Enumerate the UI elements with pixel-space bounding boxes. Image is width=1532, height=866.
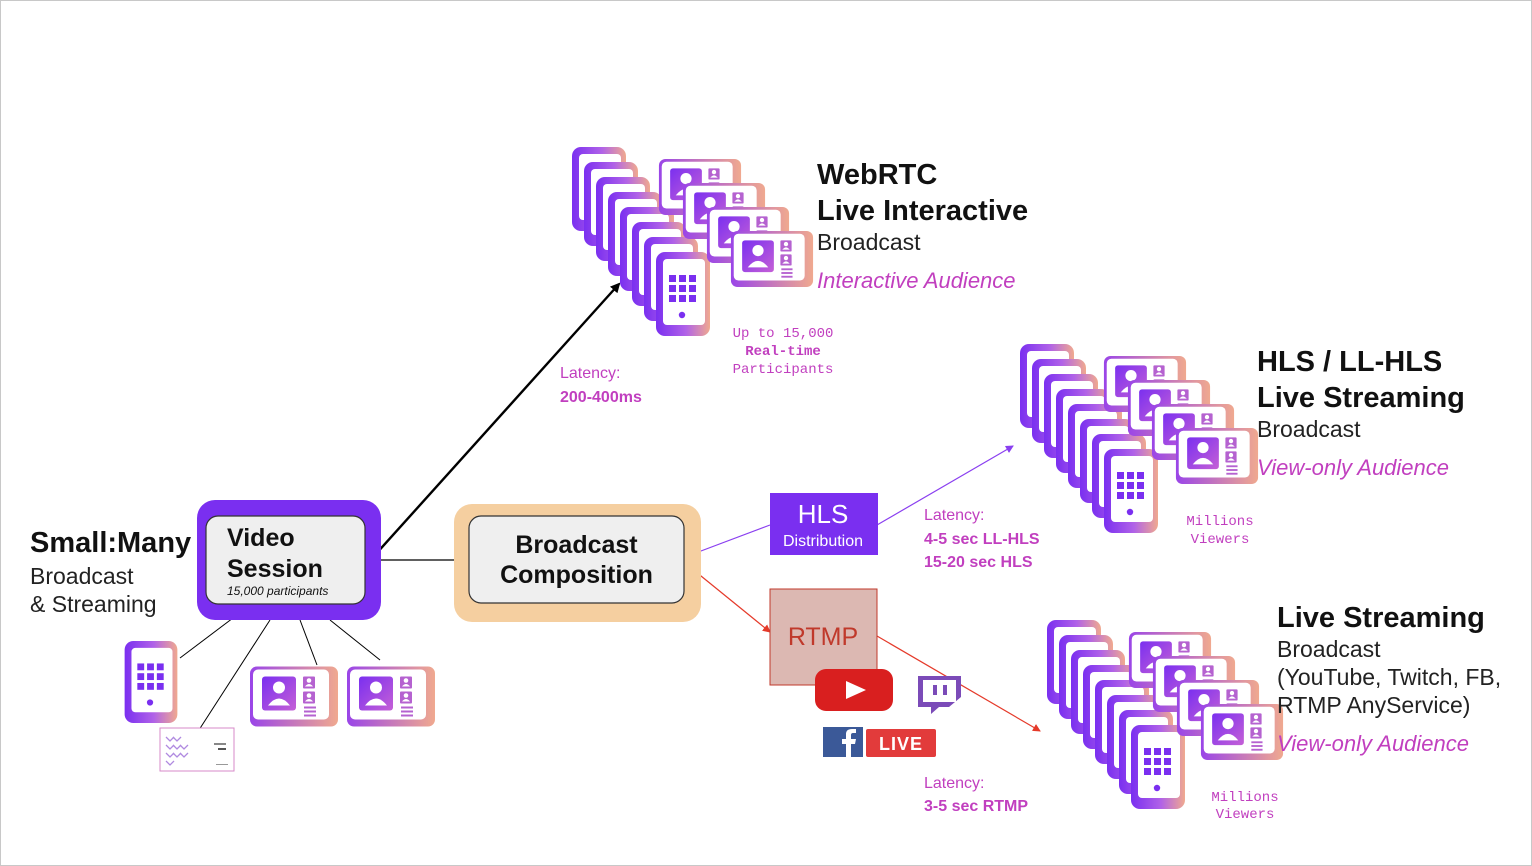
webrtc-device-stack bbox=[572, 147, 814, 336]
left-subtitle-line2: & Streaming bbox=[30, 591, 157, 617]
webrtc-subtitle: Broadcast bbox=[817, 229, 921, 255]
hls-audience: View-only Audience bbox=[1257, 455, 1450, 480]
facebook-live-badge bbox=[866, 729, 936, 757]
composition-label-line1: Broadcast bbox=[515, 531, 638, 559]
webrtc-audience: Interactive Audience bbox=[817, 268, 1016, 293]
hls-box-sublabel: Distribution bbox=[783, 533, 863, 550]
hls-subtitle: Broadcast bbox=[1257, 416, 1361, 442]
video-session-label-line1: Video bbox=[227, 524, 295, 552]
hls-count-line2: Viewers bbox=[1190, 532, 1250, 548]
participant-card-icon bbox=[250, 666, 338, 727]
hls-distribution-box[interactable] bbox=[770, 493, 878, 555]
hls-latency-value2: 15-20 sec HLS bbox=[924, 554, 1033, 571]
hls-arrow bbox=[876, 445, 1014, 526]
phone-icon bbox=[656, 252, 710, 336]
hls-device-stack bbox=[1020, 344, 1259, 533]
live-latency-value: 3-5 sec RTMP bbox=[924, 798, 1029, 815]
webrtc-title-line2: Live Interactive bbox=[817, 195, 1029, 227]
participant-card-icon bbox=[347, 666, 435, 727]
phone-icon bbox=[1131, 725, 1185, 809]
webrtc-count-line1: Up to 15,000 bbox=[732, 326, 834, 342]
hls-box-label: HLS bbox=[798, 499, 849, 529]
live-subtitle-line1: Broadcast bbox=[1277, 636, 1381, 662]
video-session-label-line2: Session bbox=[227, 555, 323, 583]
hls-title-line2: Live Streaming bbox=[1257, 382, 1465, 414]
live-device-stack bbox=[1047, 620, 1284, 809]
live-subtitle-line2: (YouTube, Twitch, FB, bbox=[1277, 664, 1502, 690]
hls-title-line1: HLS / LL-HLS bbox=[1257, 346, 1443, 378]
participant-connectors bbox=[179, 617, 381, 734]
hls-latency-value1: 4-5 sec LL-HLS bbox=[924, 531, 1040, 548]
webrtc-latency-label: Latency: bbox=[560, 365, 621, 382]
live-audience: View-only Audience bbox=[1277, 731, 1470, 756]
youtube-icon bbox=[815, 669, 893, 711]
video-session-caption: 15,000 participants bbox=[227, 584, 329, 598]
webrtc-latency-value: 200-400ms bbox=[560, 389, 642, 406]
facebook-icon bbox=[823, 727, 863, 757]
phone-icon bbox=[1104, 449, 1158, 533]
contact-card-icon bbox=[1175, 428, 1259, 484]
contact-card-icon bbox=[1200, 704, 1284, 760]
live-count-line1: Millions bbox=[1211, 790, 1279, 806]
left-title: Small:Many bbox=[30, 527, 192, 559]
participant-phone-icon bbox=[124, 640, 178, 724]
webrtc-title-line1: WebRTC bbox=[817, 159, 938, 191]
dashboard-thumbnail-icon bbox=[159, 727, 235, 772]
live-title: Live Streaming bbox=[1277, 602, 1485, 634]
live-latency-label: Latency: bbox=[924, 775, 985, 792]
broadcast-composition-box[interactable] bbox=[468, 515, 685, 604]
live-count-line2: Viewers bbox=[1215, 807, 1275, 823]
contact-card-icon bbox=[730, 231, 814, 287]
hls-count-line1: Millions bbox=[1186, 514, 1254, 530]
live-subtitle-line3: RTMP AnyService) bbox=[1277, 692, 1471, 718]
webrtc-arrow bbox=[365, 282, 621, 566]
facebook-live-text: LIVE bbox=[879, 734, 923, 754]
left-subtitle-line1: Broadcast bbox=[30, 563, 134, 589]
hls-latency-label: Latency: bbox=[924, 507, 985, 524]
twitch-icon bbox=[918, 676, 961, 714]
video-session-box[interactable] bbox=[205, 515, 366, 605]
webrtc-count-line3: Participants bbox=[732, 362, 834, 378]
webrtc-count-line2: Real-time bbox=[745, 344, 821, 360]
rtmp-box-label: RTMP bbox=[788, 623, 858, 651]
composition-label-line2: Composition bbox=[500, 561, 653, 589]
